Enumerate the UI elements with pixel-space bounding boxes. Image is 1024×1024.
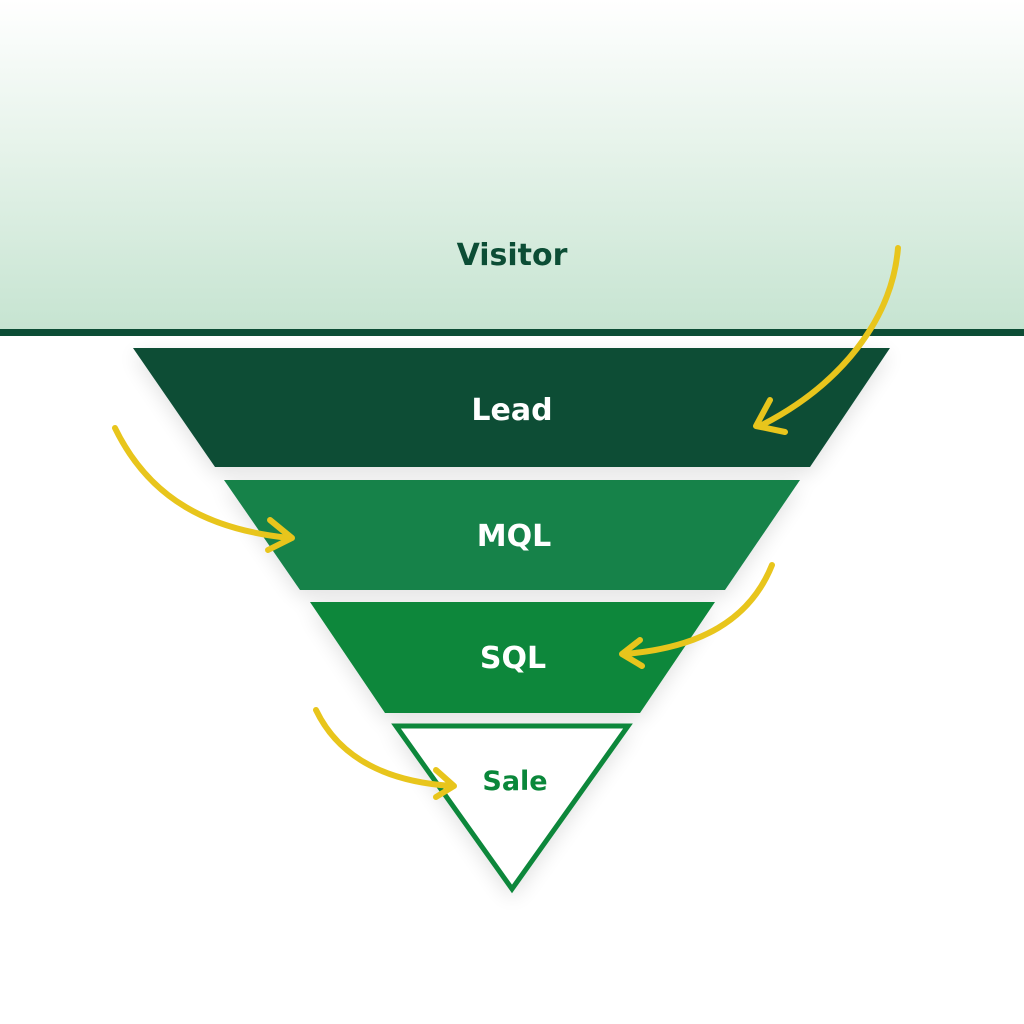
visitor-divider-line (0, 329, 1024, 336)
stage-label-visitor: Visitor (457, 238, 568, 273)
stage-label-sql: SQL (480, 641, 546, 676)
stage-label-sale: Sale (482, 766, 547, 797)
stage-label-mql: MQL (477, 519, 551, 554)
stage-label-lead: Lead (471, 393, 552, 428)
visitor-band (0, 0, 1024, 330)
arrow-icon-visitor-to-lead (753, 245, 901, 435)
stage-lead (133, 348, 890, 467)
arrow-icon-sql-to-sale (313, 707, 457, 800)
arrow-icon-mql-to-sql (619, 562, 775, 669)
stage-sale (391, 723, 633, 894)
stage-sql (310, 602, 715, 713)
arrow-icon-lead-to-mql (112, 425, 295, 553)
stage-mql (224, 480, 800, 590)
